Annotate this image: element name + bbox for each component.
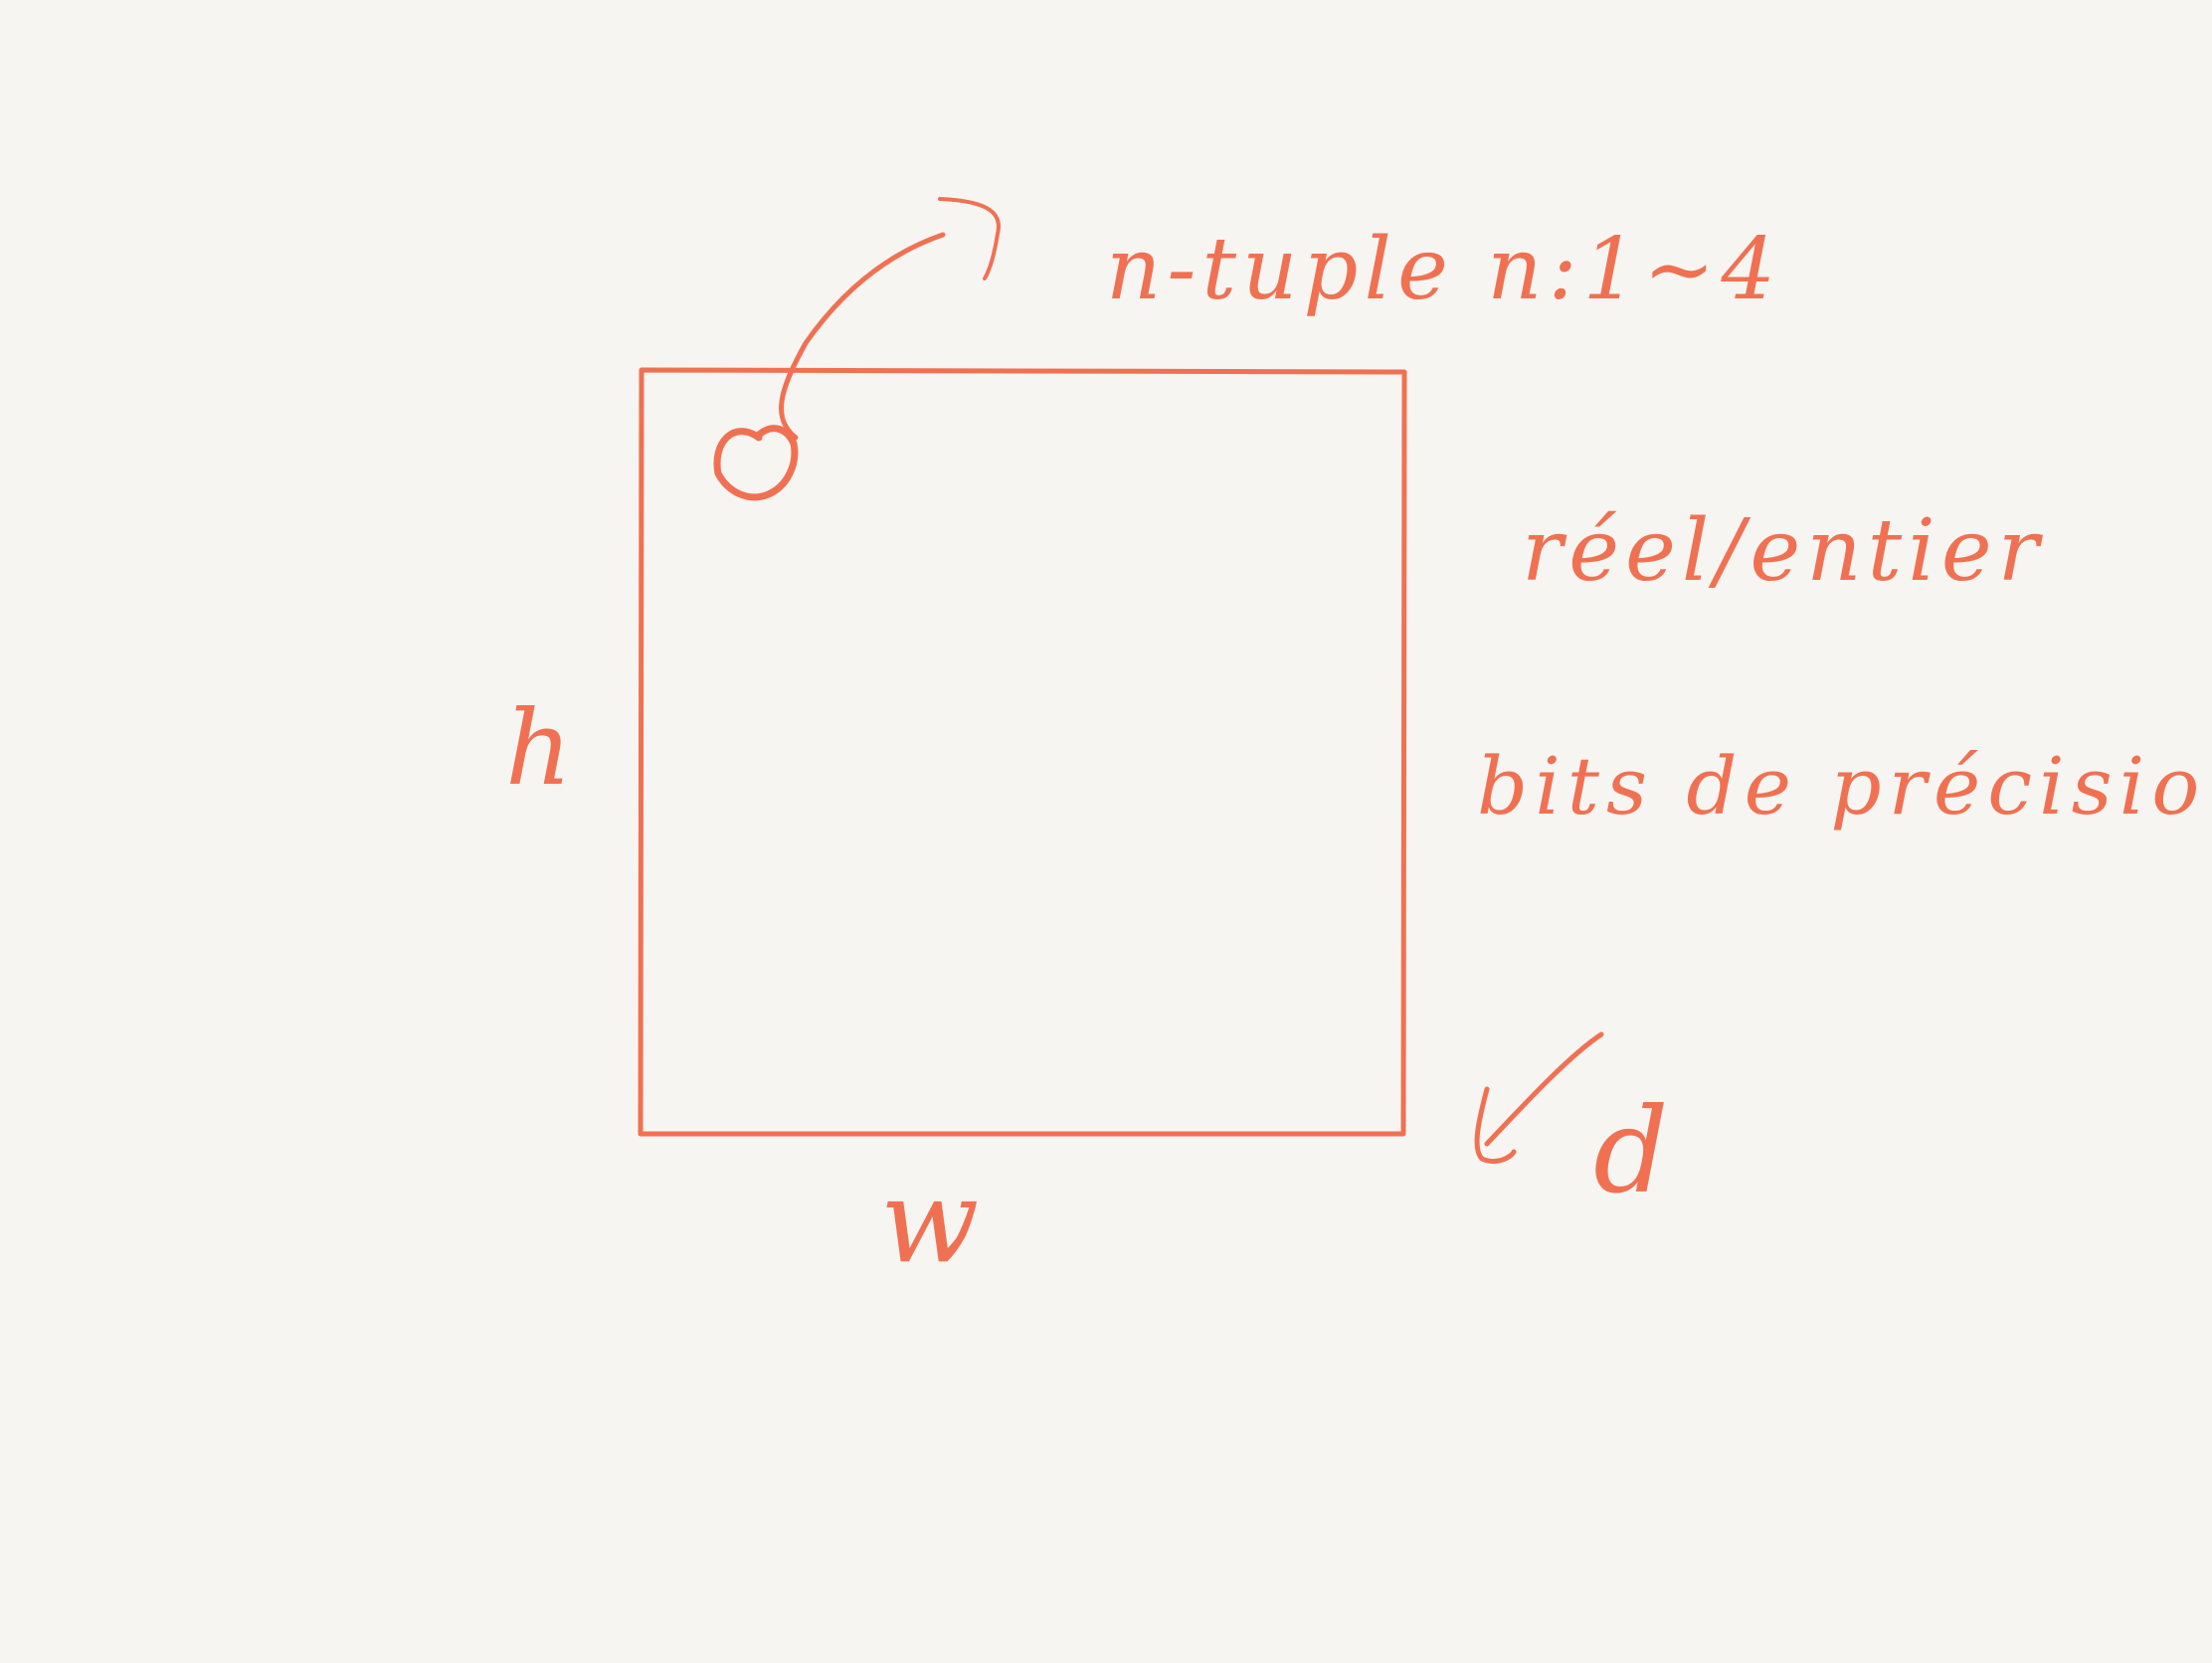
type-label: réel/entier — [1522, 501, 2045, 601]
depth-arrow-shaft — [1484, 1031, 1604, 1147]
height-label: h — [505, 687, 572, 809]
pointer-arrow-hook — [938, 197, 1001, 280]
pixel-marker-stroke — [713, 425, 799, 501]
image-frame — [638, 367, 1407, 1137]
tuple-label: n-tuple n:1~4 — [1106, 220, 1781, 319]
pointer-arrow — [779, 232, 946, 441]
depth-arrow-head — [1474, 1086, 1517, 1165]
depth-label: d — [1593, 1082, 1669, 1219]
precision-label: bits de précision — [1477, 740, 2212, 832]
width-label: w — [880, 1155, 979, 1289]
